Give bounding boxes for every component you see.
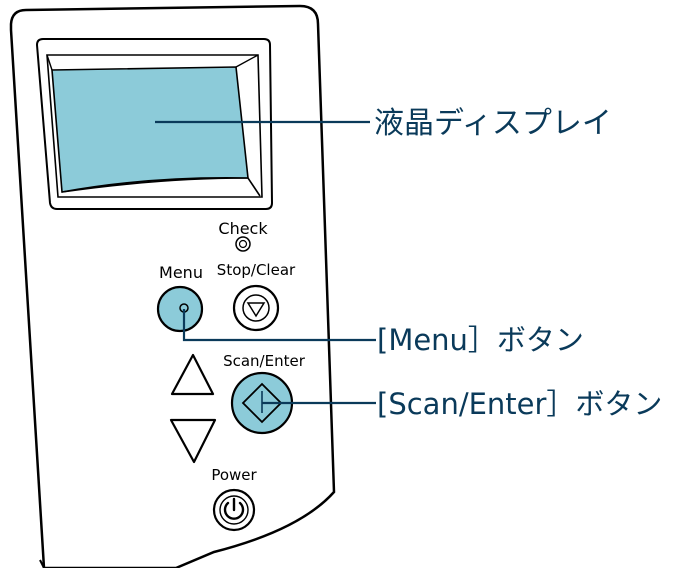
lcd-bottom-curve [61,176,261,197]
stop-icon [242,294,270,322]
menu-button[interactable] [156,285,204,333]
enter-diamond-icon [241,382,283,424]
scan-enter-label: Scan/Enter [223,352,306,370]
callout-line-menu [182,309,376,342]
callout-menu-text: [Menu］ボタン [377,323,584,357]
down-arrow-button[interactable] [169,418,217,464]
panel-bottom-edge [39,559,45,568]
stop-clear-button[interactable] [232,284,280,332]
power-button[interactable] [212,488,256,532]
check-label: Check [218,219,268,238]
power-icon [219,495,249,525]
lcd-corner-bevel [46,54,259,71]
check-led-icon [235,236,251,252]
callout-lcd-text: 液晶ディスプレイ [374,106,612,141]
callout-lcd: 液晶ディスプレイ [155,106,612,141]
up-arrow-button[interactable] [170,353,215,396]
callout-scan-enter: [Scan/Enter］ボタン [261,387,662,421]
lcd-screen [51,66,249,193]
power-label: Power [211,466,257,484]
callout-scan-enter-text: [Scan/Enter］ボタン [377,387,662,421]
callout-menu: [Menu］ボタン [182,309,584,357]
stop-clear-label: Stop/Clear [217,261,296,279]
menu-label: Menu [159,263,203,282]
